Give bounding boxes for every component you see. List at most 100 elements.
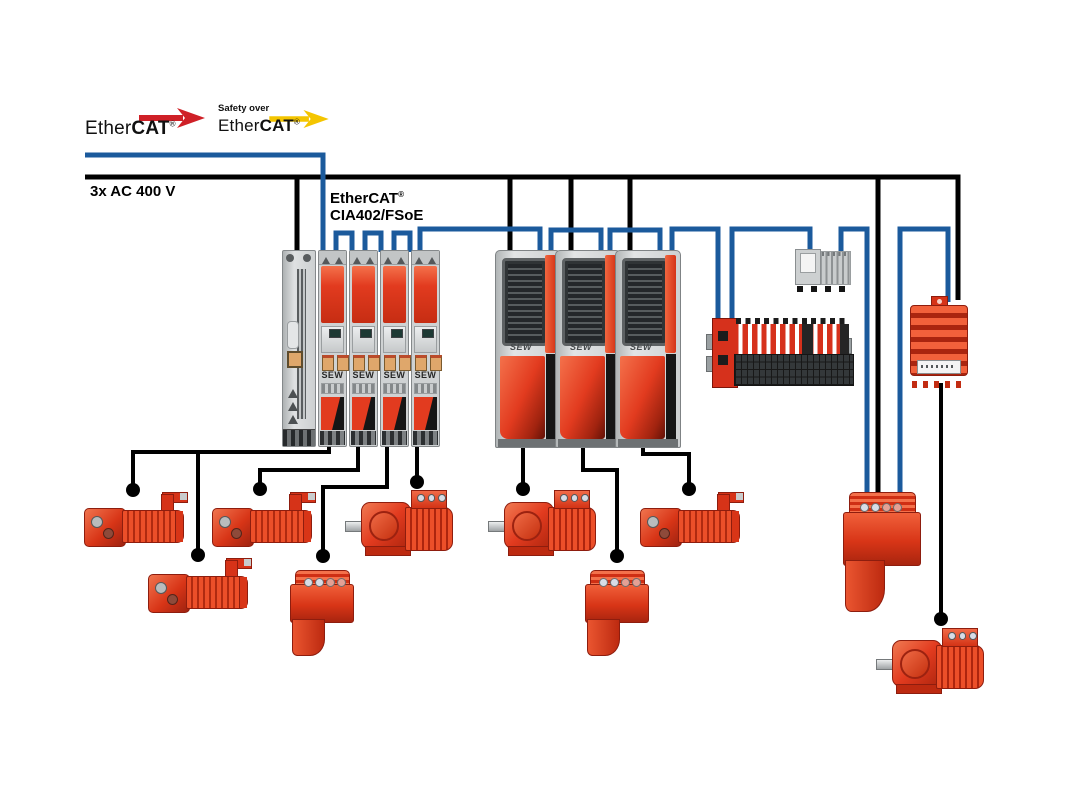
- gear-unit: [84, 508, 126, 547]
- terminal-base: [350, 431, 376, 445]
- dark-terminal-slice: [802, 324, 813, 354]
- terminal-box: [411, 490, 447, 509]
- axis-module-4: SEW: [410, 250, 442, 447]
- red-cover: [351, 266, 375, 323]
- red-cover: [413, 266, 437, 323]
- io-terminal-slices: [736, 324, 848, 354]
- bus-link-inverter-2-3: [607, 227, 663, 254]
- bus-link-coupler-movigear-3: [838, 226, 870, 496]
- motor-cable-axis3: [321, 440, 389, 556]
- red-lower-cover: [560, 356, 605, 439]
- cabinet-inverter-3: SEW: [615, 250, 681, 448]
- motor-cables: [126, 383, 948, 626]
- status-panel: [382, 326, 406, 353]
- red-lower-cover: [320, 397, 344, 430]
- gear-output-housing: [291, 618, 325, 656]
- vent-grille: [562, 258, 608, 346]
- status-panel: [320, 326, 344, 353]
- dark-stripe: [666, 354, 676, 439]
- terminal-feet: [797, 286, 849, 292]
- sew-logo-label: SEW: [629, 342, 652, 352]
- safety-ethercat-logo-text: EtherCAT®: [218, 116, 301, 135]
- cabinet-inverter-1: SEW: [495, 250, 561, 448]
- terminal-box: [942, 628, 978, 647]
- mounting-holes: [286, 254, 311, 264]
- red-lower-cover: [382, 397, 406, 430]
- sew-logo-label: SEW: [352, 370, 375, 380]
- slice-leds: [822, 252, 848, 256]
- connectors: [352, 355, 380, 371]
- port-row: [320, 383, 344, 394]
- fieldbus-coupler-module: [795, 246, 851, 292]
- base: [498, 439, 558, 447]
- gearmotor-3: [876, 628, 988, 694]
- bus-link-inverter-1-2: [548, 227, 604, 254]
- bus-line-main: [85, 152, 326, 252]
- junction-dot: [516, 482, 530, 496]
- terminal-base: [412, 431, 438, 445]
- red-lower-cover: [413, 397, 437, 430]
- red-lower-cover: [351, 397, 375, 430]
- heatsink-grooves: [297, 269, 306, 419]
- terminal-base: [283, 429, 315, 446]
- sew-logo-label: SEW: [509, 342, 532, 352]
- bus-link-inverter-3-io: [669, 226, 721, 322]
- sew-logo-label: SEW: [414, 370, 437, 380]
- vent-grille: [502, 258, 548, 346]
- gear-housing: [504, 502, 554, 549]
- safety-over-caption: Safety over: [218, 103, 270, 114]
- gear-housing: [892, 640, 942, 687]
- coupler-head: [795, 249, 821, 285]
- junction-dot: [126, 483, 140, 497]
- red-cover: [320, 266, 344, 323]
- dark-stripe: [606, 354, 616, 439]
- power-supply-module: [282, 250, 316, 447]
- display: [328, 329, 341, 338]
- junction-dot: [934, 612, 948, 626]
- status-panel: [413, 326, 437, 353]
- sew-logo-label: SEW: [569, 342, 592, 352]
- bus-connector: [718, 355, 728, 365]
- display: [390, 329, 403, 338]
- mechatronic-drive-2: [585, 570, 649, 656]
- bus-head-module: [712, 318, 738, 388]
- axis-module-3: SEW: [379, 250, 411, 447]
- servo-gearmotor-2: [148, 558, 252, 613]
- junction-dot: [410, 475, 424, 489]
- connectors: [414, 355, 442, 371]
- servo-gearmotor-1: [84, 492, 188, 547]
- terminal-box: [554, 490, 590, 509]
- mounting-strip: [380, 251, 408, 265]
- gear-output-housing: [586, 618, 620, 656]
- dark-terminal-slice: [840, 324, 849, 354]
- wiring-terminal-block: [734, 354, 854, 386]
- gear-output-housing: [845, 560, 886, 612]
- protocol-label: EtherCAT® CIA402/FSoE: [330, 186, 423, 224]
- base: [618, 439, 678, 447]
- motor-body: [936, 645, 984, 689]
- red-lower-cover: [500, 356, 545, 439]
- gearmotor-1: [345, 490, 457, 556]
- terminal-base: [381, 431, 407, 445]
- bus-connector: [718, 331, 728, 341]
- connector-caps: [859, 502, 902, 512]
- display: [421, 329, 434, 338]
- motor-body: [678, 510, 740, 543]
- mounting-foot: [508, 546, 554, 556]
- safety-ethercat-arrow-icon: [269, 110, 329, 128]
- junction-dot: [682, 482, 696, 496]
- mounting-strip: [349, 251, 377, 265]
- motor-body: [548, 507, 596, 551]
- mounting-strip: [411, 251, 439, 265]
- base: [558, 439, 618, 447]
- red-stripe: [545, 255, 556, 353]
- junction-dot: [253, 482, 267, 496]
- mechatronic-drive-1: [290, 570, 354, 656]
- connectors: [383, 355, 411, 371]
- power-line-main: [85, 174, 961, 300]
- modular-axis-system-rack: SEW SEW SEW: [282, 250, 442, 447]
- dark-stripe: [546, 354, 556, 439]
- port-row: [351, 383, 375, 394]
- axis-module-2: SEW: [348, 250, 380, 447]
